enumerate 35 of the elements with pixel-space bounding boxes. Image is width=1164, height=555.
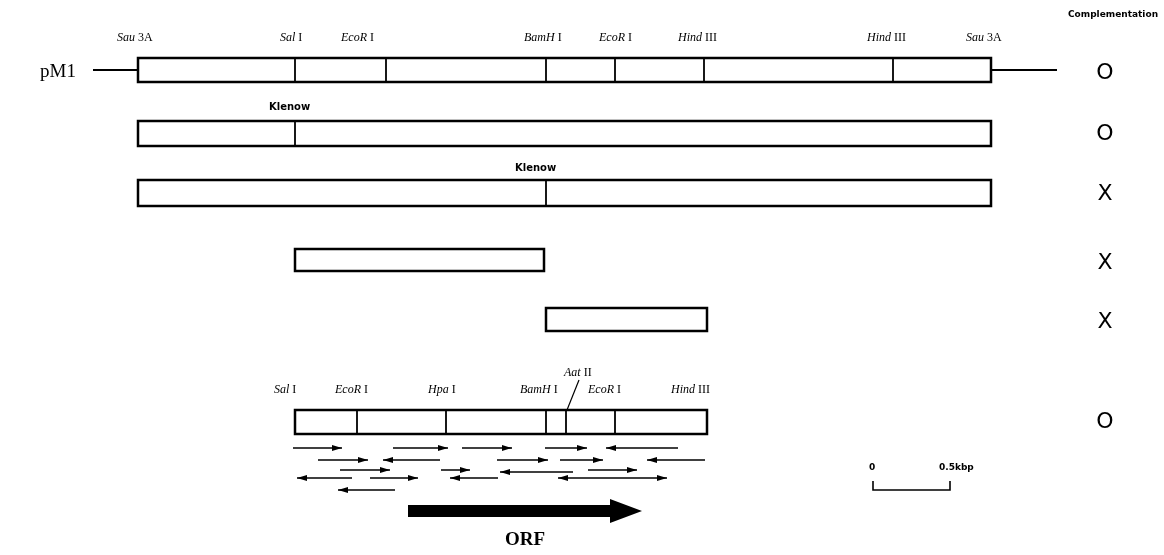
complementation-result: X xyxy=(1097,310,1113,332)
column-header: Complementation xyxy=(1068,10,1159,19)
complementation-result: O xyxy=(1096,122,1114,144)
dna-fragment-bar xyxy=(293,247,546,273)
restriction-site-label: EcoR I xyxy=(588,383,621,395)
restriction-site-label: Aat II xyxy=(564,366,592,378)
klenow-label: Klenow xyxy=(515,163,557,173)
orf-label: ORF xyxy=(504,529,546,548)
dna-fragment-bar xyxy=(136,119,993,148)
restriction-site-label: EcoR I xyxy=(335,383,368,395)
complementation-result: X xyxy=(1097,251,1113,273)
dna-fragment-bar xyxy=(136,56,993,84)
restriction-site-label: Sal I xyxy=(280,31,303,43)
scale-label: 0 xyxy=(869,463,876,472)
restriction-site-label: Hind III xyxy=(867,31,906,43)
restriction-site-label: BamH I xyxy=(520,383,558,395)
restriction-site-label: Hind III xyxy=(671,383,710,395)
restriction-site-label: EcoR I xyxy=(599,31,632,43)
complementation-result: O xyxy=(1096,61,1114,83)
restriction-site-label: Sal I xyxy=(274,383,297,395)
plasmid-name: pM1 xyxy=(40,61,76,80)
leader-line xyxy=(566,379,580,411)
dna-fragment-bar xyxy=(136,178,993,208)
restriction-site-label: BamH I xyxy=(524,31,562,43)
restriction-site-label: Sau 3A xyxy=(117,31,153,43)
scale-label: 0.5kbp xyxy=(939,463,974,472)
dna-fragment-bar xyxy=(544,306,709,333)
restriction-site-label: Sau 3A xyxy=(966,31,1002,43)
restriction-site-label: Hpa I xyxy=(428,383,456,395)
restriction-site-label: Hind III xyxy=(678,31,717,43)
klenow-label: Klenow xyxy=(269,102,311,112)
complementation-result: O xyxy=(1096,410,1114,432)
complementation-result: X xyxy=(1097,182,1113,204)
restriction-site-label: EcoR I xyxy=(341,31,374,43)
dna-fragment-bar xyxy=(293,408,709,436)
